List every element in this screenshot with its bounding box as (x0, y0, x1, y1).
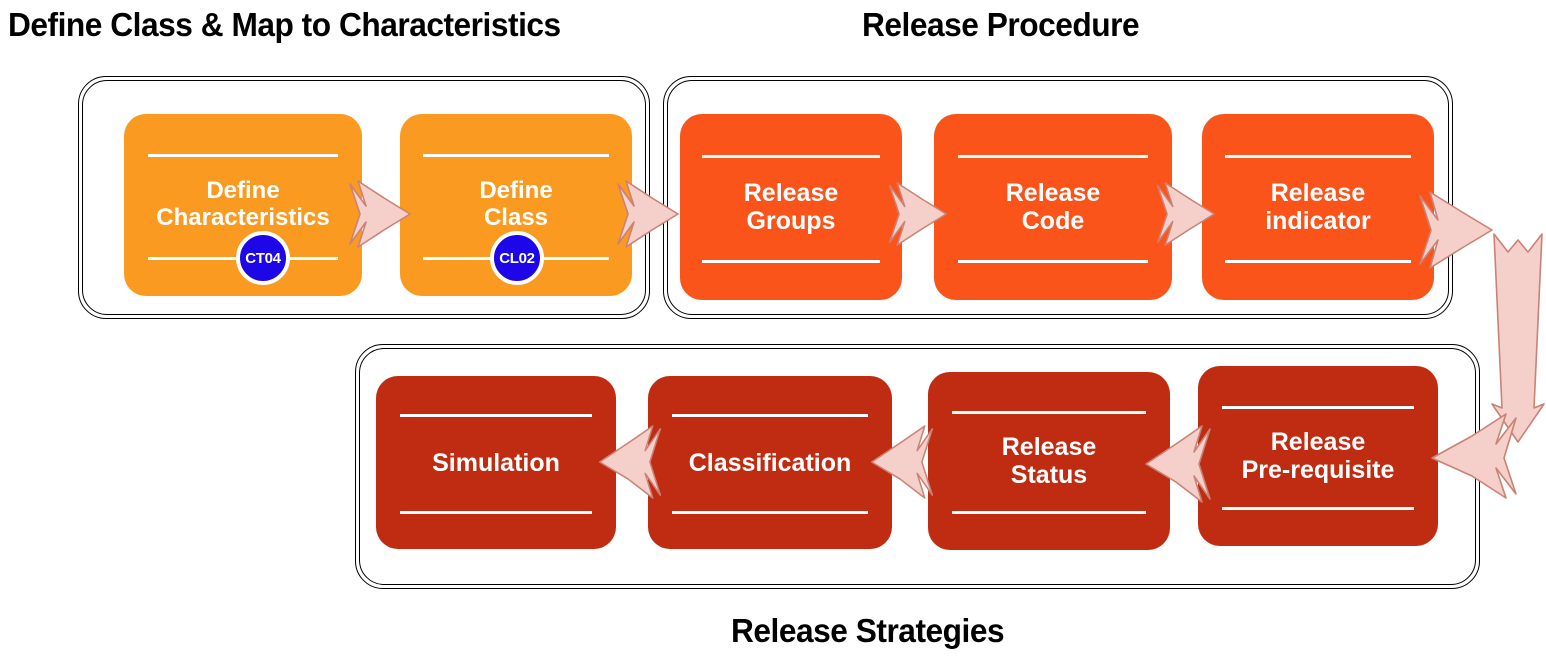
node-label: Release Groups (743, 179, 839, 235)
node-release-groups[interactable]: Release Groups (680, 114, 902, 300)
arrow-right-icon-release-code-to-release-indicator (1152, 176, 1218, 252)
node-divider-top (147, 154, 339, 158)
node-label: Define Class (479, 177, 553, 231)
node-label: Define Characteristics (156, 177, 330, 231)
node-divider-bottom (1225, 259, 1411, 263)
node-release-indicator[interactable]: Release indicator (1202, 114, 1434, 300)
node-divider-bottom (952, 511, 1146, 515)
node-divider-bottom (702, 259, 880, 263)
page-title-release-procedure: Release Procedure (862, 6, 1140, 43)
node-divider-top (702, 154, 880, 158)
node-divider-top (400, 414, 592, 418)
arrow-left-icon-connector-to-release-prerequisite (1424, 410, 1524, 502)
node-divider-top (423, 154, 609, 158)
arrow-right-icon-release-groups-to-release-code (884, 176, 950, 252)
node-classification[interactable]: Classification (648, 376, 892, 549)
node-divider-top (1225, 154, 1411, 158)
arrow-left-icon-release-status-to-classification (866, 420, 938, 504)
page-title-define-class: Define Class & Map to Characteristics (8, 6, 561, 43)
arrow-left-icon-classification-to-simulation (594, 420, 666, 504)
arrow-right-icon-define-characteristics-to-define-class (344, 176, 414, 252)
node-label: Release indicator (1265, 179, 1371, 235)
arrow-right-icon-define-class-to-release-groups (612, 176, 682, 252)
node-label: Classification (688, 448, 852, 477)
node-divider-bottom (957, 259, 1149, 263)
badge-label: CL02 (499, 249, 535, 267)
node-divider-bottom (1222, 507, 1414, 510)
page-title-release-strategies: Release Strategies (731, 612, 1005, 649)
arrow-down-icon-connector (1490, 228, 1546, 450)
badge-cl02[interactable]: CL02 (490, 231, 544, 285)
node-label: Simulation (432, 448, 560, 477)
group-container-release-procedure (663, 76, 1453, 319)
node-release-code[interactable]: Release Code (934, 114, 1172, 300)
node-release-prerequisite[interactable]: Release Pre-requisite (1198, 366, 1438, 546)
node-divider-top (672, 414, 868, 418)
node-release-status[interactable]: Release Status (928, 372, 1170, 550)
node-divider-top (1222, 405, 1414, 409)
badge-label: CT04 (245, 249, 281, 267)
node-divider-bottom (400, 511, 592, 515)
node-label: Release Code (1005, 179, 1101, 235)
arrow-right-icon-release-indicator-to-connector (1412, 188, 1498, 272)
node-divider-bottom (672, 511, 868, 515)
node-divider-top (952, 411, 1146, 415)
node-divider-top (957, 154, 1149, 158)
node-label: Release Status (1001, 433, 1097, 489)
arrow-left-icon-release-prerequisite-to-release-status (1140, 422, 1216, 506)
node-label: Release Pre-requisite (1241, 428, 1395, 484)
node-simulation[interactable]: Simulation (376, 376, 616, 549)
badge-ct04[interactable]: CT04 (236, 231, 290, 285)
